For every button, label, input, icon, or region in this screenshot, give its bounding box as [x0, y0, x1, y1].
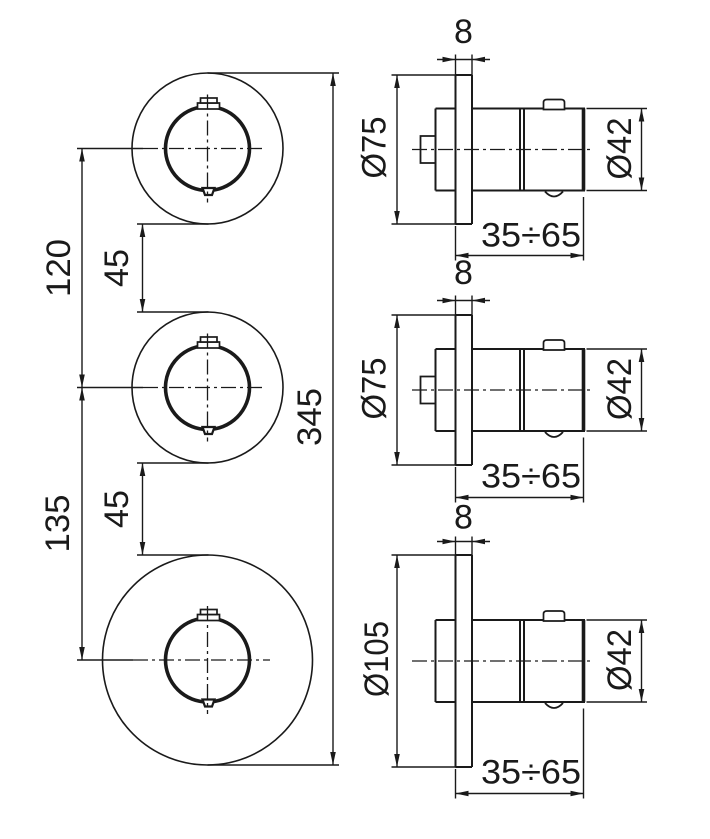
knob-indicator-tab	[542, 339, 566, 351]
dim-label-8: 8	[454, 499, 473, 537]
dim-label-phi105: Ø105	[358, 621, 396, 697]
knob-indicator-base	[196, 613, 221, 622]
side-view-bottom: 8 Ø105 Ø42 35÷65	[358, 499, 647, 799]
dim-label-8: 8	[454, 254, 473, 292]
dim-plate-thickness: 8	[437, 499, 490, 555]
dim-label-phi75: Ø75	[356, 117, 394, 179]
knob-indicator-tab	[199, 336, 218, 343]
dim-knob-diameter: Ø42	[586, 107, 647, 192]
dim-depth-range: 35÷65	[454, 437, 585, 503]
dim-label-phi42: Ø42	[601, 629, 639, 691]
side-view-middle: 8 Ø75 Ø42 35÷65	[356, 254, 647, 503]
knob-bottom-notch	[544, 190, 564, 198]
side-view-top: 8 Ø75 Ø42 35÷65	[356, 13, 647, 261]
dim-plate-diameter: Ø75	[356, 74, 456, 225]
dim-center-spacing-lower: 135	[39, 387, 85, 660]
dim-label-8: 8	[454, 13, 473, 51]
dial-top	[77, 72, 284, 225]
dial-middle	[77, 311, 284, 464]
dim-label-phi75: Ø75	[356, 358, 394, 420]
dim-label-45-lower: 45	[98, 490, 136, 528]
dim-center-spacing-upper: 120	[40, 148, 85, 388]
dim-gap-lower: 45	[98, 462, 209, 556]
dim-label-345: 345	[291, 388, 329, 446]
front-view: 120 135 45 45 345	[39, 72, 339, 766]
dim-depth-range: 35÷65	[454, 197, 585, 261]
dim-label-120: 120	[40, 239, 78, 297]
dim-depth-range: 35÷65	[454, 708, 585, 799]
dim-total-height: 345	[207, 72, 339, 766]
knob-bottom-notch	[544, 431, 564, 438]
knob-bottom-notch	[200, 425, 217, 436]
knob-indicator-tab	[199, 97, 218, 104]
knob-bottom-notch	[200, 186, 217, 197]
dim-label-depth: 35÷65	[481, 754, 581, 792]
dim-knob-diameter: Ø42	[586, 348, 647, 432]
dim-plate-diameter: Ø105	[358, 554, 456, 768]
knob-bottom-notch	[544, 702, 564, 709]
dim-plate-thickness: 8	[437, 254, 490, 315]
dim-label-depth: 35÷65	[481, 217, 581, 255]
dim-label-depth: 35÷65	[481, 458, 581, 496]
dim-plate-thickness: 8	[437, 13, 490, 75]
dim-label-135: 135	[39, 495, 77, 553]
knob-indicator-base	[196, 341, 221, 349]
dim-knob-diameter: Ø42	[586, 619, 647, 703]
knob-indicator-tab	[199, 608, 218, 616]
knob-bottom-notch	[200, 698, 217, 708]
dim-label-phi42: Ø42	[601, 118, 639, 180]
dim-gap-upper: 45	[98, 223, 209, 313]
dim-plate-diameter: Ø75	[356, 314, 456, 466]
knob-indicator-tab	[542, 610, 566, 622]
valve-body	[434, 107, 585, 192]
dim-label-45-upper: 45	[98, 249, 136, 287]
dial-bottom	[77, 554, 314, 766]
knob-indicator-base	[196, 102, 221, 110]
dim-label-phi42: Ø42	[601, 358, 639, 420]
knob-indicator-tab	[542, 98, 566, 111]
